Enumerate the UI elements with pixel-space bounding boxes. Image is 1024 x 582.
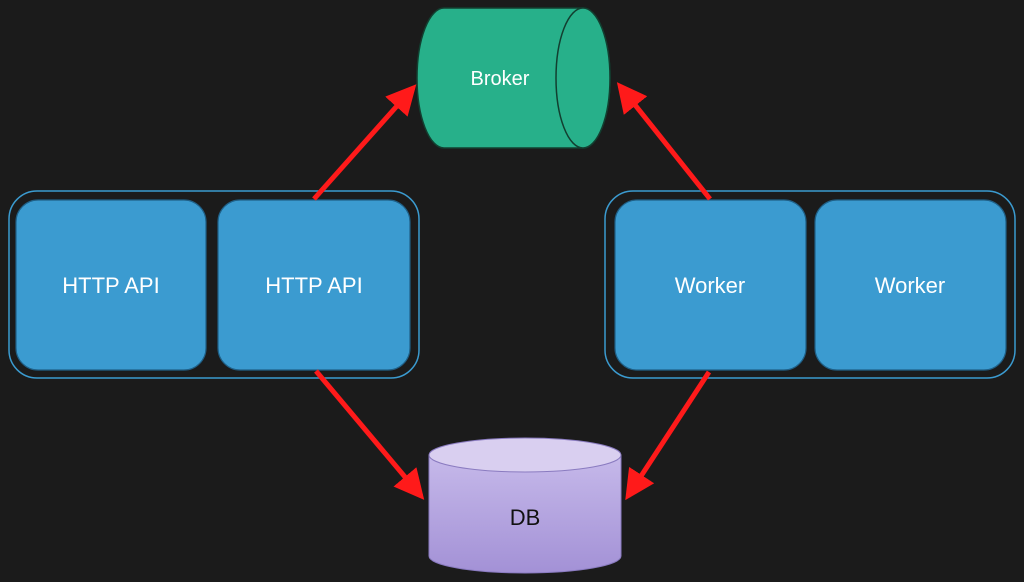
connections (312, 82, 712, 501)
api-group-outline (8, 190, 420, 379)
http-api-label-1: HTTP API (62, 273, 159, 298)
arrow-api-to-db (314, 369, 425, 500)
api-group: HTTP API HTTP API (8, 190, 420, 379)
worker-label-2: Worker (875, 273, 946, 298)
http-api-box-2: HTTP API (217, 199, 411, 371)
broker-cylinder-end (555, 7, 611, 149)
http-api-box-1: HTTP API (15, 199, 207, 371)
http-api-label-2: HTTP API (265, 273, 362, 298)
arrow-worker-to-db (625, 370, 712, 501)
broker-label: Broker (471, 68, 530, 90)
worker-label-1: Worker (675, 273, 746, 298)
worker-box-1: Worker (614, 199, 807, 371)
worker-box-2: Worker (814, 199, 1007, 371)
db-cylinder-top (428, 437, 622, 473)
broker-node: Broker (416, 7, 611, 149)
db-node: DB (428, 437, 622, 574)
db-label: DB (510, 505, 541, 530)
arrow-worker-to-broker (616, 82, 712, 201)
worker-group-outline (604, 190, 1016, 379)
worker-group: Worker Worker (604, 190, 1016, 379)
arrow-api-to-broker (312, 84, 417, 201)
